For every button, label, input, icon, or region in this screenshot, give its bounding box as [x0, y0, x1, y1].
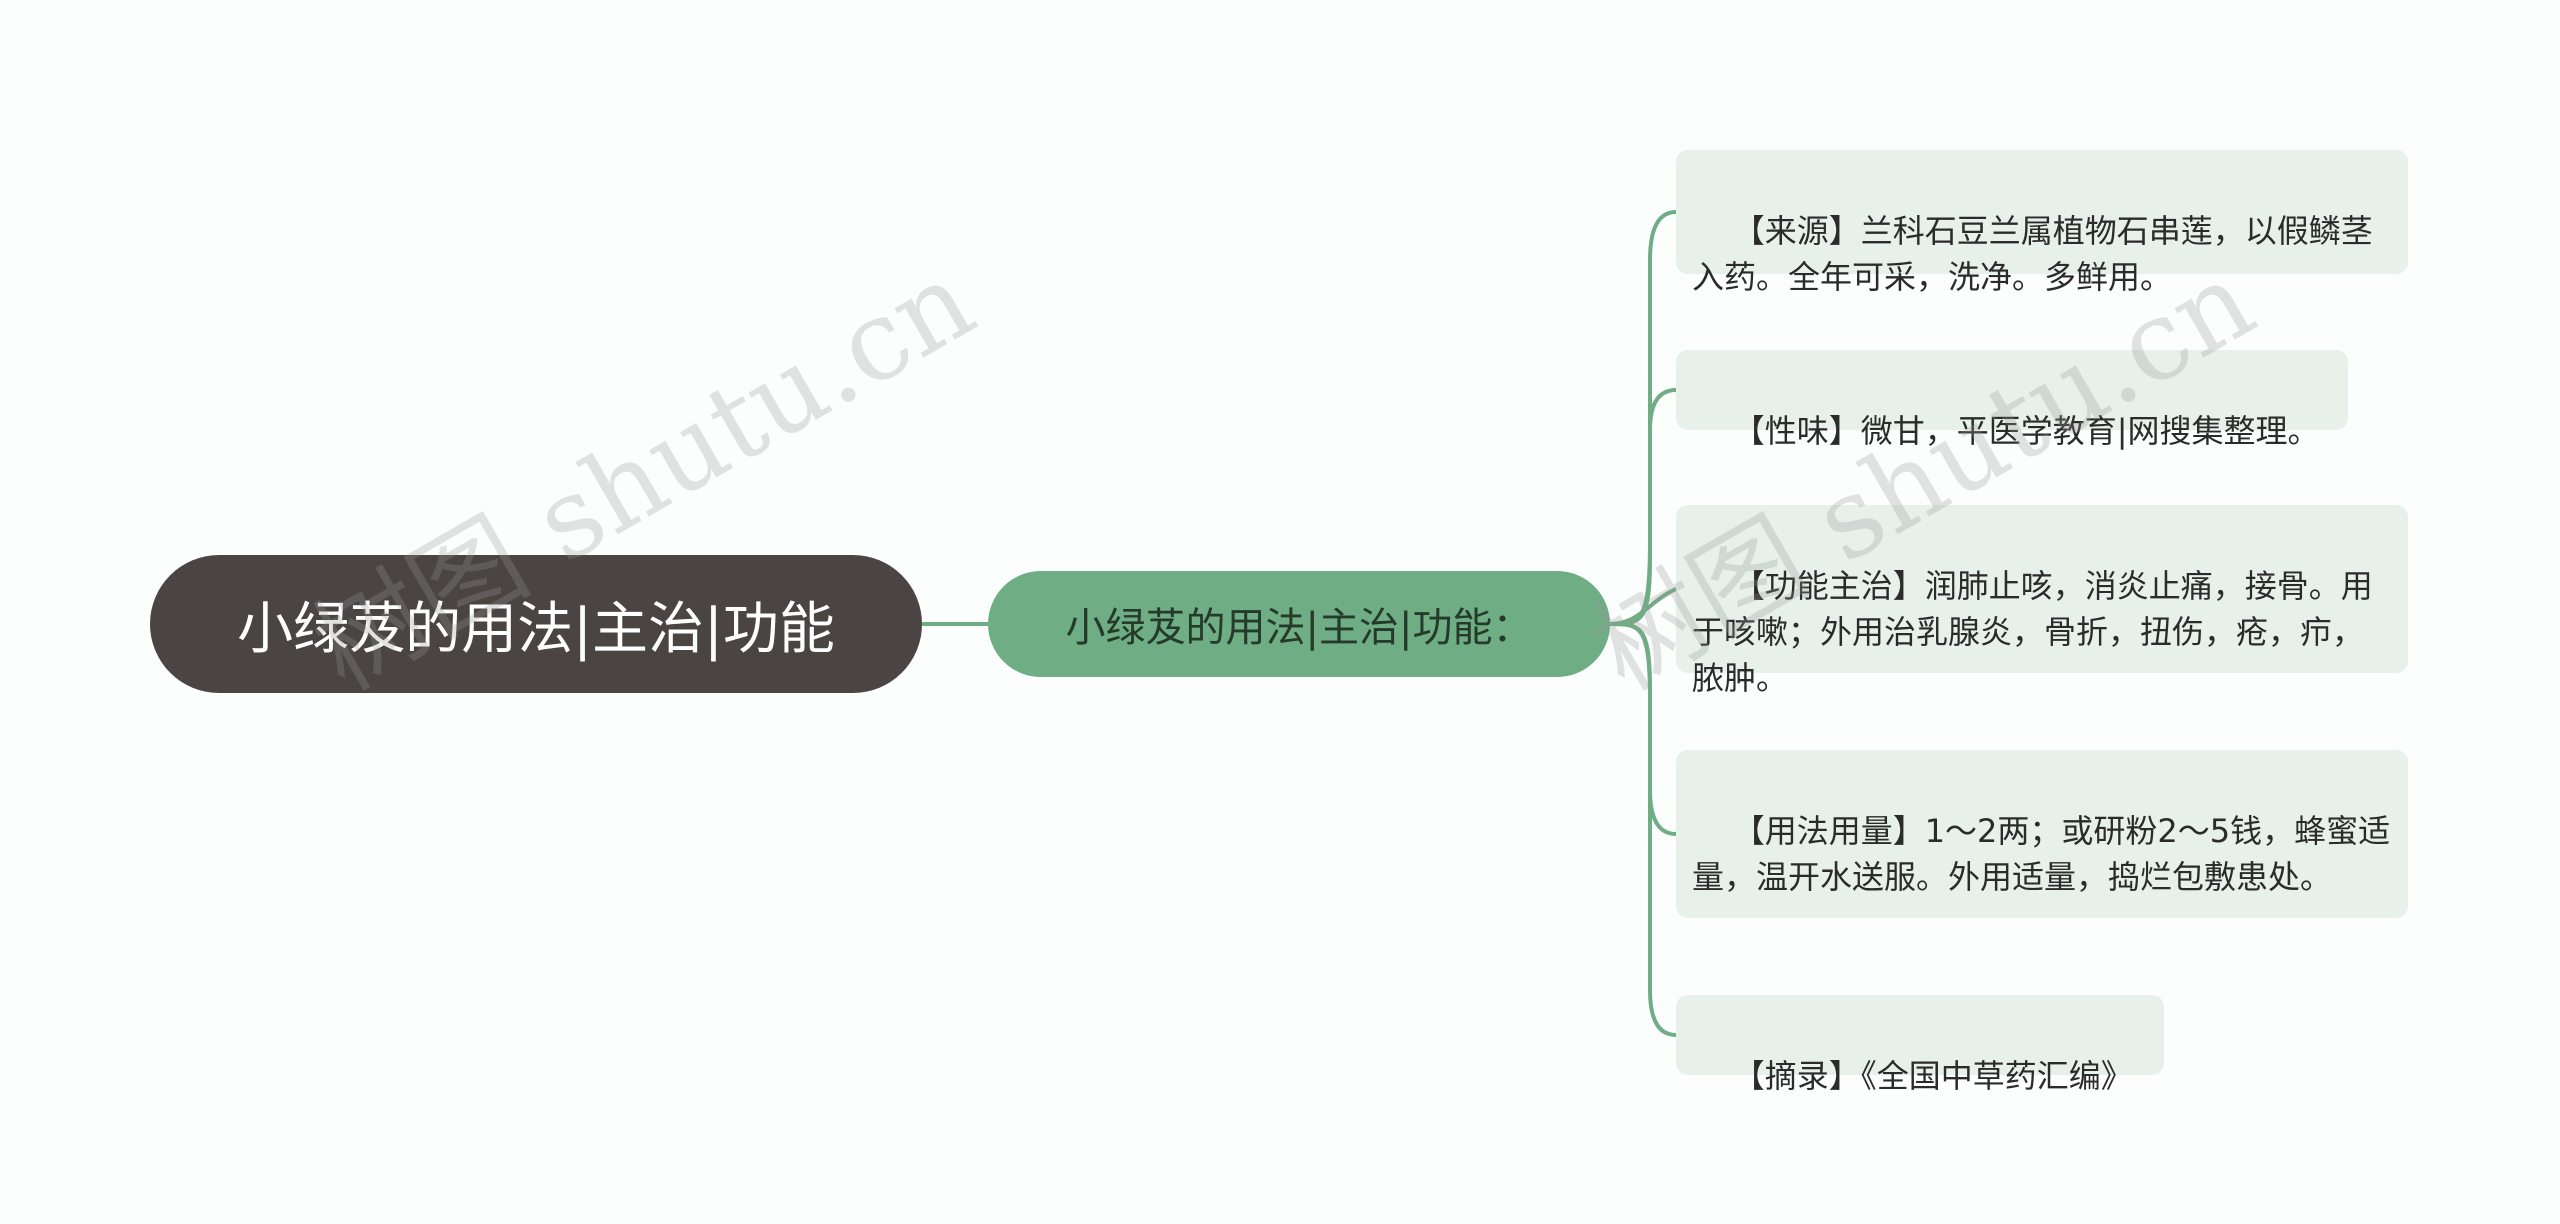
mid-to-leaf-connector-taste — [1609, 388, 1677, 626]
topic-node-label: 小绿芨的用法|主治|功能： — [1065, 605, 1533, 651]
root-node[interactable]: 小绿芨的用法|主治|功能 — [150, 555, 922, 693]
leaf-node-source-text: 【来源】兰科石豆兰属植物石串莲，以假鳞茎入药。全年可采，洗净。多鲜用。 — [1692, 212, 2373, 296]
leaf-node-excerpt-text: 【摘录】《全国中草药汇编》 — [1732, 1057, 2133, 1095]
leaf-node-usage[interactable]: 【用法用量】1～2两；或研粉2～5钱，蜂蜜适量，温开水送服。外用适量，捣烂包敷患… — [1676, 750, 2408, 918]
leaf-node-source[interactable]: 【来源】兰科石豆兰属植物石串莲，以假鳞茎入药。全年可采，洗净。多鲜用。 — [1676, 150, 2408, 296]
leaf-node-function[interactable]: 【功能主治】润肺止咳，消炎止痛，接骨。用于咳嗽；外用治乳腺炎，骨折，扭伤，疮，疖… — [1676, 505, 2408, 697]
leaf-node-taste[interactable]: 【性味】微甘，平医学教育|网搜集整理。 — [1676, 350, 2348, 450]
topic-node[interactable]: 小绿芨的用法|主治|功能： — [988, 571, 1610, 677]
leaf-node-excerpt[interactable]: 【摘录】《全国中草药汇编》 — [1676, 995, 2164, 1095]
leaf-node-usage-text: 【用法用量】1～2两；或研粉2～5钱，蜂蜜适量，温开水送服。外用适量，捣烂包敷患… — [1692, 812, 2391, 896]
mid-to-leaf-connector-usage — [1609, 622, 1677, 836]
mid-to-leaf-connector-source — [1609, 210, 1677, 626]
leaf-node-taste-text: 【性味】微甘，平医学教育|网搜集整理。 — [1732, 412, 2320, 450]
root-node-label: 小绿芨的用法|主治|功能 — [237, 596, 835, 662]
mid-to-leaf-connector-excerpt — [1609, 622, 1677, 1037]
leaf-node-function-text: 【功能主治】润肺止咳，消炎止痛，接骨。用于咳嗽；外用治乳腺炎，骨折，扭伤，疮，疖… — [1692, 567, 2373, 697]
